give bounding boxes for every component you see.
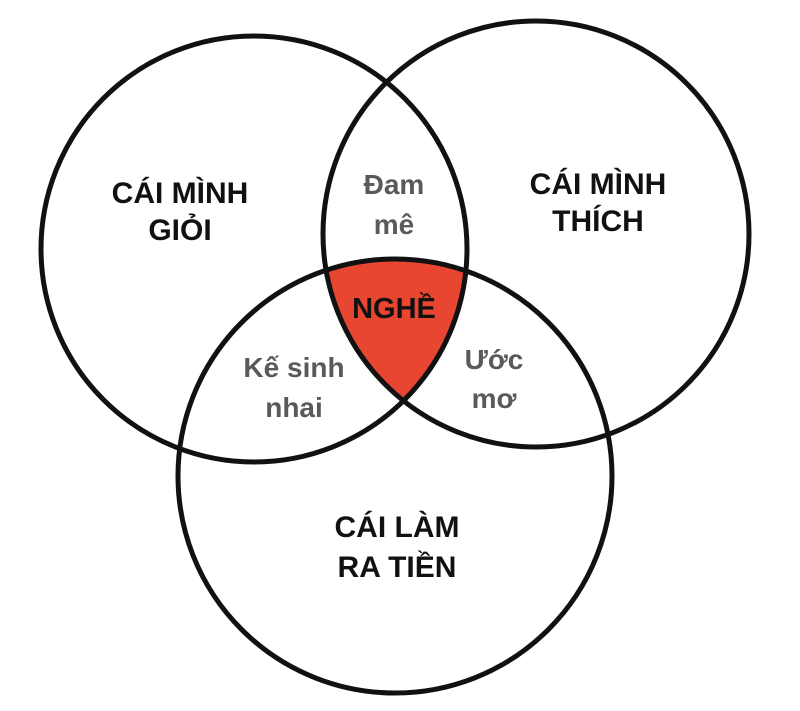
overlap-left-right-label-line1: Đam bbox=[364, 169, 425, 200]
right-circle-label-line1: CÁI MÌNH bbox=[530, 167, 667, 201]
left-circle-label-line1: CÁI MÌNH bbox=[112, 176, 249, 210]
overlap-left-bottom-label-line2: nhai bbox=[265, 392, 323, 423]
circle-bottom bbox=[175, 256, 615, 696]
circle-right bbox=[320, 18, 752, 450]
center-label: NGHỀ bbox=[352, 291, 436, 325]
overlap-right-bottom-label-line2: mơ bbox=[472, 383, 517, 414]
left-circle-label-line2: GIỎI bbox=[148, 213, 211, 247]
bottom-circle-label-line1: CÁI LÀM bbox=[335, 510, 460, 544]
circle-left bbox=[38, 33, 470, 465]
overlap-left-bottom-label-line1: Kế sinh bbox=[243, 352, 344, 383]
overlap-left-right-label-line2: mê bbox=[374, 209, 414, 240]
overlap-right-bottom-label-line1: Ước bbox=[465, 344, 524, 375]
right-circle-label-line2: THÍCH bbox=[552, 204, 644, 238]
bottom-circle-label-line2: RA TIỀN bbox=[338, 550, 457, 584]
